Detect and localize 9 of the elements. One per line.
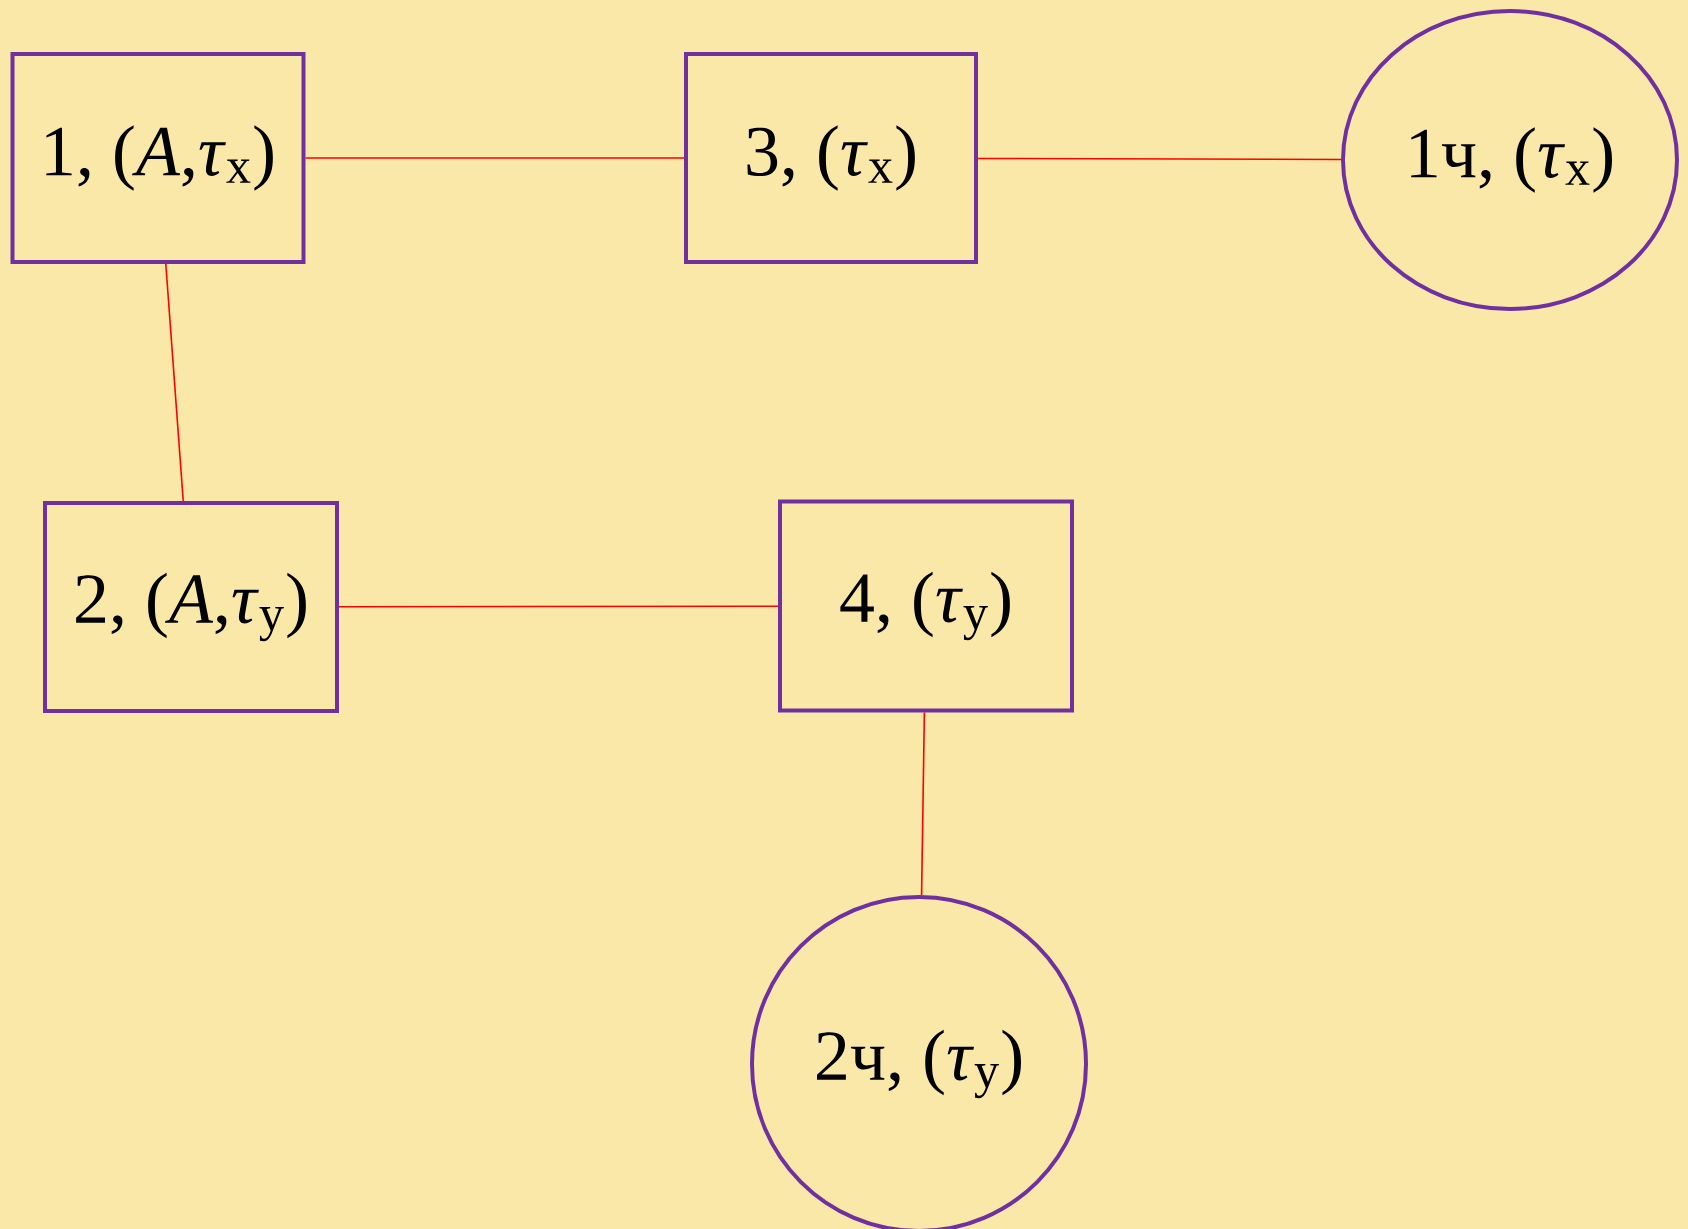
- state-box: 1, (A,τ$_{x}$): [10, 52, 306, 264]
- state-box: 3, (τ$_{x}$): [684, 52, 978, 264]
- connector-line: [977, 157, 1342, 161]
- state-box: 2, (A,τ$_{y}$): [43, 501, 339, 713]
- connector-line: [165, 263, 185, 502]
- connector-line: [920, 711, 926, 896]
- connector-line: [338, 605, 779, 608]
- state-box: 4, (τ$_{y}$): [778, 499, 1074, 713]
- connector-line: [304, 157, 685, 159]
